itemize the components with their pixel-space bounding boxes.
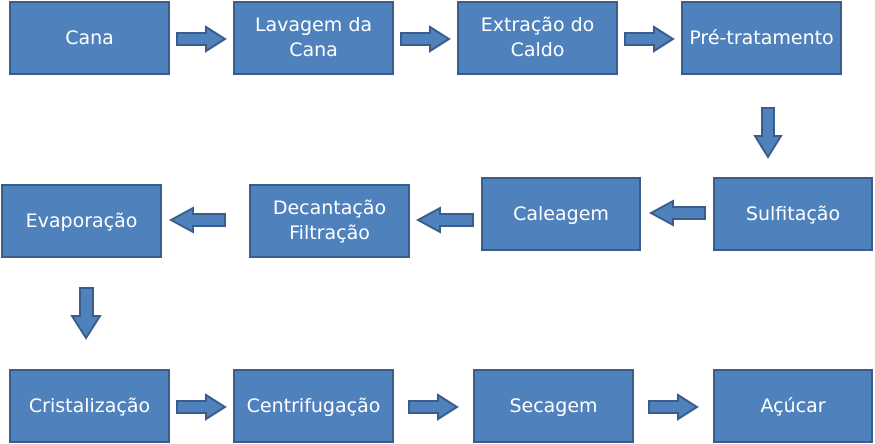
step-caleagem: Caleagem: [481, 177, 641, 251]
arrow-left-icon: [648, 199, 706, 227]
step-sulfitacao: Sulfitação: [713, 177, 873, 251]
arrow-down-icon: [70, 287, 102, 340]
step-label: Açúcar: [760, 394, 826, 417]
arrow-right-icon: [400, 25, 451, 53]
arrow-down-icon: [753, 107, 783, 159]
step-pre-tratamento: Pré-tratamento: [681, 1, 842, 75]
step-label: Cana: [65, 26, 114, 49]
step-cana: Cana: [9, 1, 170, 75]
step-label: Secagem: [509, 394, 598, 417]
step-label: Lavagem da Cana: [254, 14, 373, 61]
step-label: Cristalização: [28, 394, 151, 417]
step-label: Centrifugação: [246, 394, 381, 417]
step-label: Decantação Filtração: [272, 197, 387, 244]
step-label: Extração do Caldo: [480, 14, 595, 61]
arrow-right-icon: [176, 25, 227, 53]
step-label: Sulfitação: [745, 202, 841, 225]
step-cristalizacao: Cristalização: [9, 369, 170, 443]
step-evaporacao: Evaporação: [1, 184, 162, 258]
arrow-right-icon: [648, 393, 699, 421]
step-extracao: Extração do Caldo: [457, 1, 618, 75]
step-lavagem: Lavagem da Cana: [233, 1, 394, 75]
step-label: Pré-tratamento: [689, 26, 834, 49]
step-label: Caleagem: [513, 202, 609, 225]
step-secagem: Secagem: [473, 369, 634, 443]
arrow-left-icon: [415, 206, 474, 234]
arrow-right-icon: [624, 25, 675, 53]
step-acucar: Açúcar: [713, 369, 873, 443]
step-decantacao: Decantação Filtração: [249, 184, 410, 258]
step-label: Evaporação: [25, 209, 138, 232]
arrow-left-icon: [168, 206, 226, 234]
step-centrifugacao: Centrifugação: [233, 369, 394, 443]
arrow-right-icon: [176, 393, 227, 421]
arrow-right-icon: [408, 393, 459, 421]
